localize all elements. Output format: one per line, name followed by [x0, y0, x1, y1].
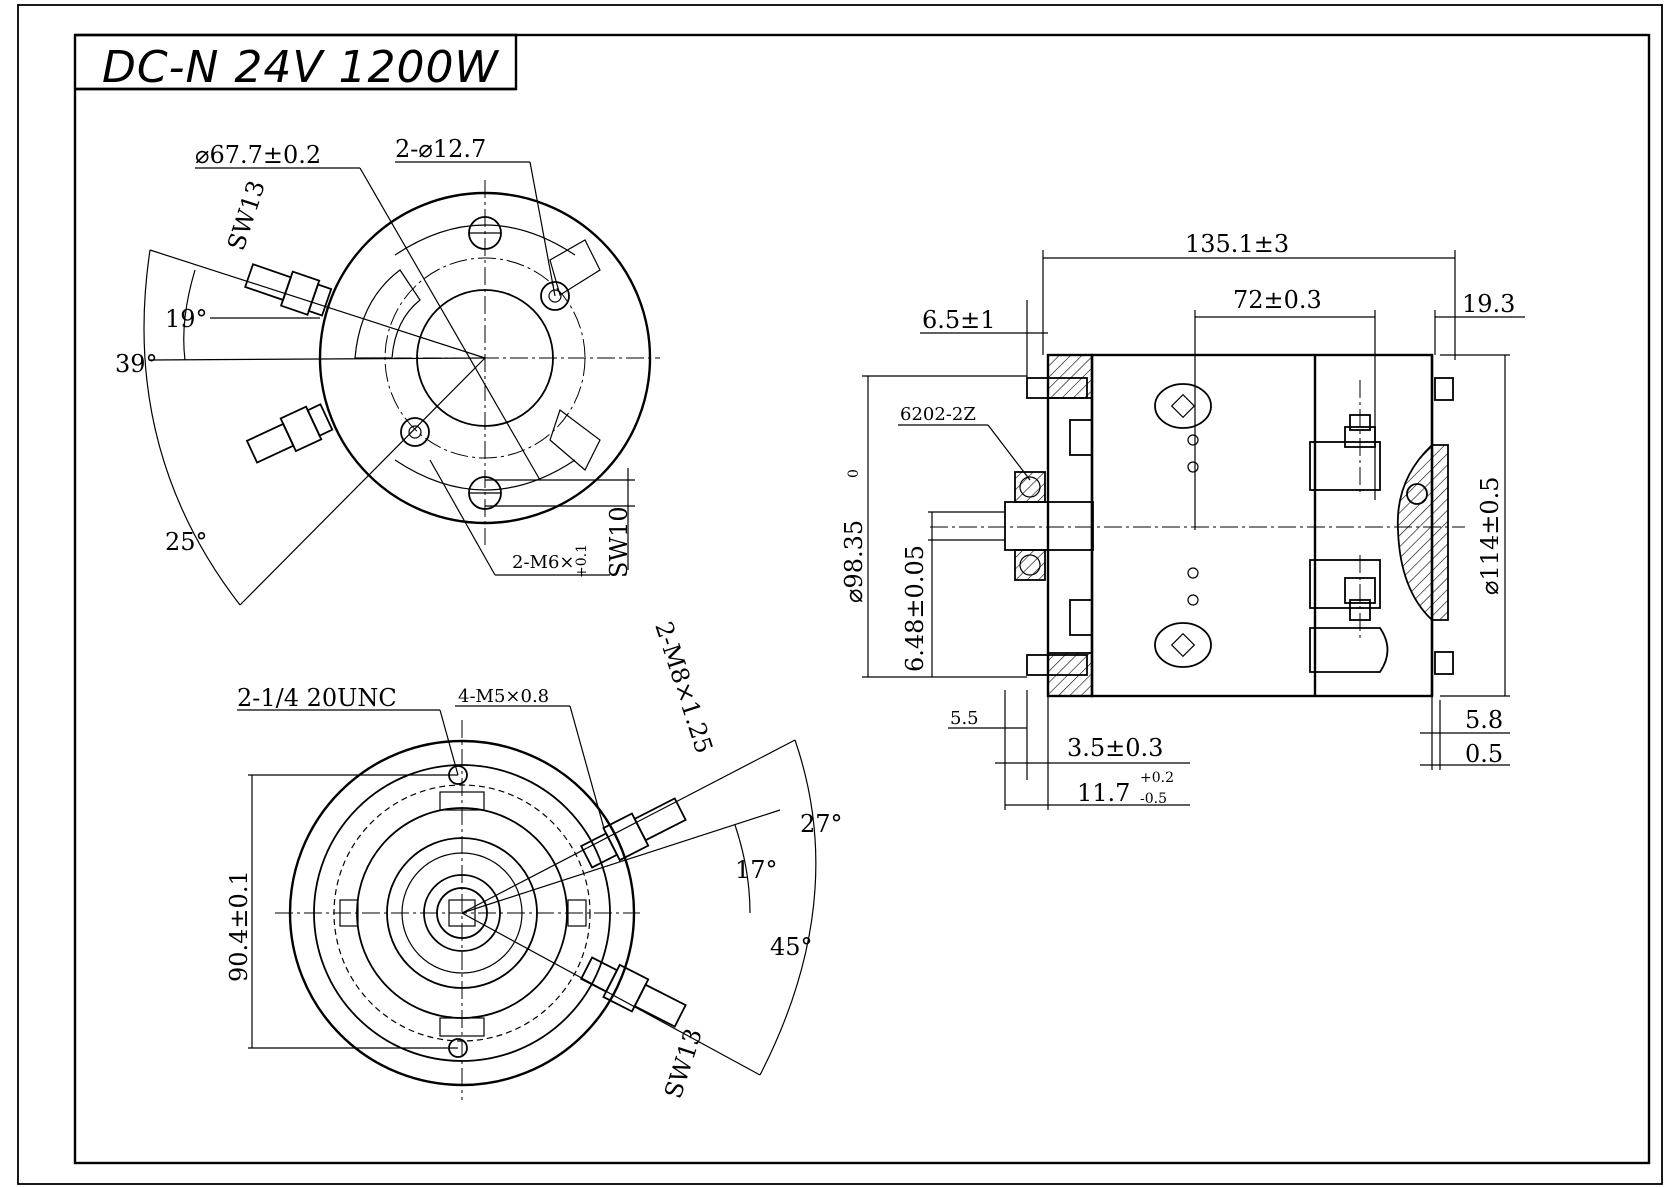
side-bearing-label: 6202-2Z	[900, 404, 976, 425]
front-holes: 2-⌀12.7	[395, 135, 486, 163]
front-hole-right	[540, 281, 570, 311]
rear-angle-45: 45°	[770, 933, 813, 961]
side-len-11-7: 11.7	[1077, 779, 1130, 807]
front-terminal-upper	[244, 263, 333, 317]
side-body	[1090, 353, 1434, 698]
side-screw-top	[1154, 383, 1212, 429]
side-shaft-648: 6.48±0.05	[901, 545, 929, 672]
rear-m8: 2-M8×1.25	[649, 618, 718, 757]
side-terminal-lower	[1309, 555, 1381, 640]
side-len-5-5: 5.5	[950, 708, 979, 729]
rear-terminal-lower	[579, 956, 687, 1028]
side-bearing	[1014, 471, 1046, 581]
front-view: ⌀67.7±0.2 2-⌀12.7 SW13 19° 39° 25° 2-M6×…	[115, 135, 660, 606]
rear-wrench-bot: SW13	[659, 1025, 708, 1102]
side-rear-cover	[1396, 444, 1449, 621]
front-thread-m6-tol: +0.1	[574, 544, 590, 578]
inner-frame	[73, 33, 1651, 1165]
rear-m5: 4-M5×0.8	[458, 686, 549, 707]
front-hole-bottom	[468, 476, 502, 510]
side-dia-98-tol: 0	[846, 469, 862, 478]
side-len-0-5: 0.5	[1465, 740, 1503, 768]
front-wrench-sw10: SW10	[605, 506, 633, 578]
side-length-72: 72±0.3	[1233, 286, 1322, 314]
side-len-19-3: 19.3	[1462, 290, 1515, 318]
rear-view: 2-1/4 20UNC 4-M5×0.8 2-M8×1.25 27° 17° 4…	[225, 618, 843, 1102]
front-thread-m6: 2-M6×	[512, 552, 575, 573]
side-len-11-7-tol-up: +0.2	[1140, 770, 1174, 786]
rear-housing-outer	[288, 739, 636, 1087]
front-hole-left	[400, 417, 430, 447]
rear-dia-90: 90.4±0.1	[225, 870, 253, 982]
rear-angle-27: 27°	[800, 810, 843, 838]
rear-shaft	[436, 887, 488, 939]
side-len-5-8: 5.8	[1465, 706, 1503, 734]
side-terminal-upper	[1309, 380, 1381, 495]
rear-terminal-upper	[579, 797, 687, 869]
side-length-total: 135.1±3	[1185, 230, 1289, 258]
front-angle-39: 39°	[115, 350, 158, 378]
rear-unc: 2-1/4 20UNC	[237, 684, 397, 712]
side-front-flange	[1047, 354, 1093, 399]
side-screw-bottom	[1154, 622, 1212, 668]
front-flange	[318, 191, 652, 525]
side-len-3-5: 3.5±0.3	[1067, 734, 1163, 762]
side-len-6-5: 6.5±1	[922, 306, 996, 334]
front-wrench-top: SW13	[222, 177, 271, 254]
front-dia-body: ⌀67.7±0.2	[195, 141, 321, 169]
drawing-title: DC-N 24V 1200W	[102, 42, 499, 93]
outer-border	[17, 4, 1663, 1185]
front-angle-19: 19°	[165, 305, 208, 333]
side-dia-114: ⌀114±0.5	[1476, 476, 1504, 595]
front-angle-25: 25°	[165, 528, 208, 556]
rear-angle-17: 17°	[735, 856, 778, 884]
title-block: DC-N 24V 1200W	[75, 33, 518, 93]
side-dia-98: ⌀98.35	[840, 520, 868, 603]
side-len-11-7-tol-dn: -0.5	[1140, 791, 1167, 807]
front-terminal-lower	[245, 403, 334, 464]
front-hole-top	[468, 216, 502, 250]
side-view: 135.1±3 72±0.3 19.3 6.5±1 6202-2Z ⌀98.35…	[840, 230, 1525, 810]
